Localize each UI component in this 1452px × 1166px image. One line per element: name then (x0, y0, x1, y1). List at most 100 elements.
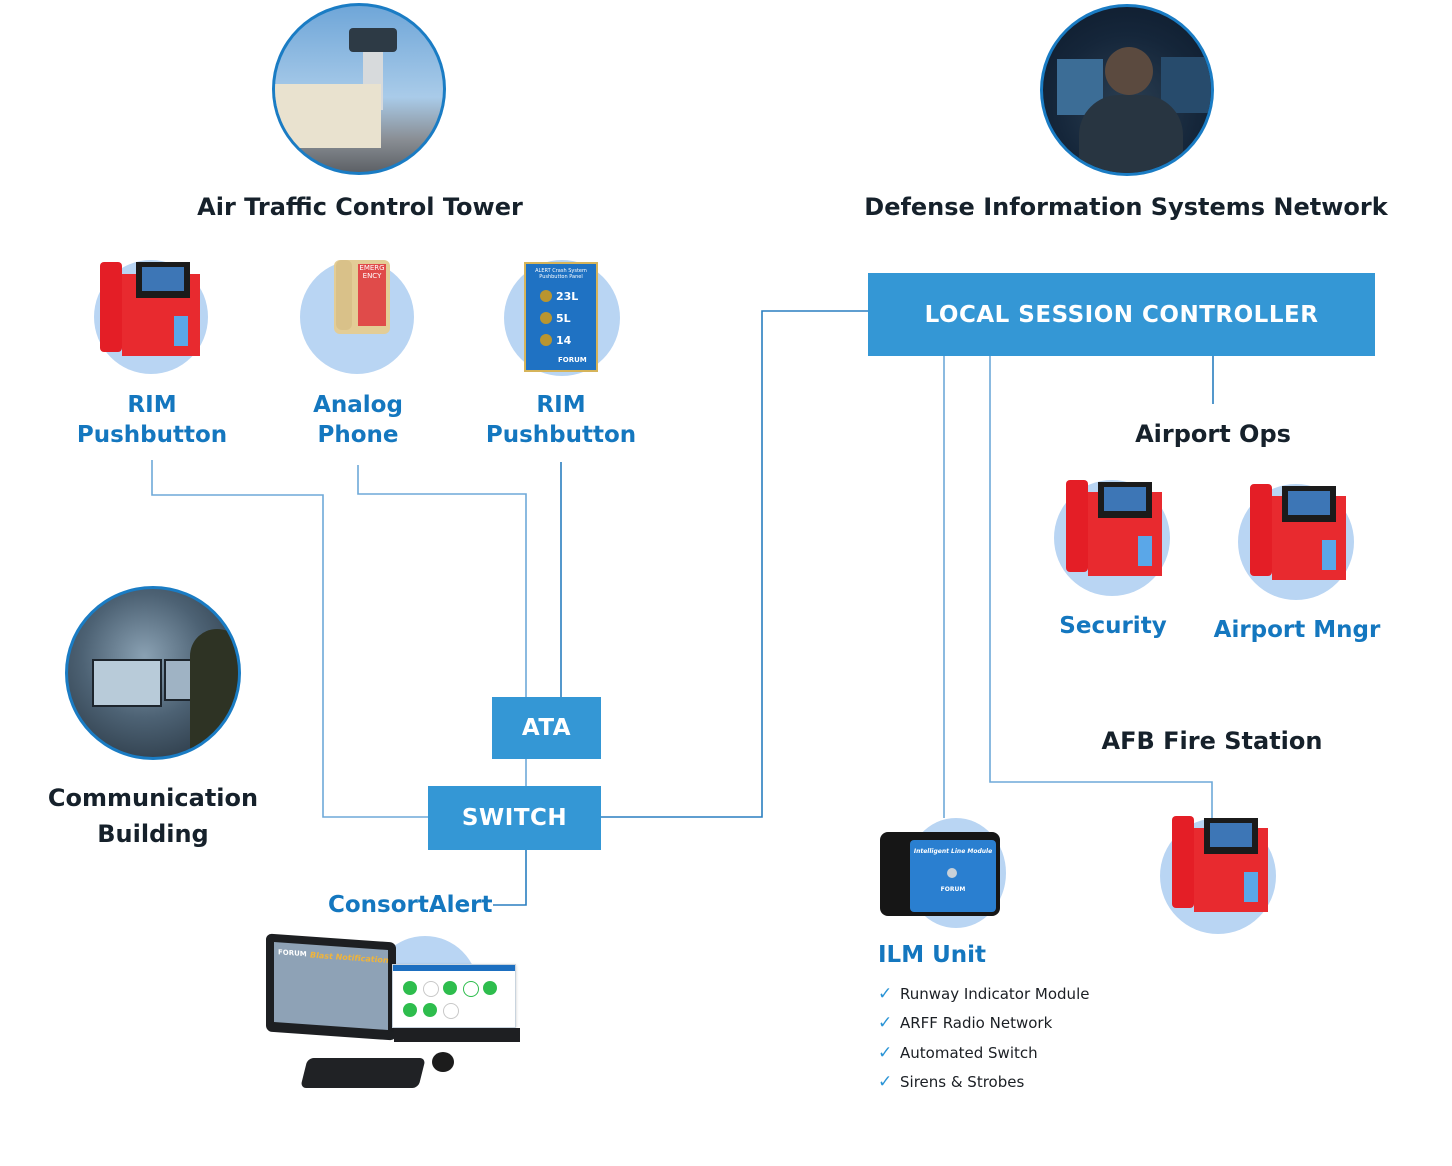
ilm-unit-label: ILM Unit (878, 942, 987, 968)
map-monitor (92, 659, 162, 707)
connector-analog-ata (357, 465, 527, 697)
emergency-panel: EMERGENCY (358, 264, 386, 326)
analog-phone-label: Analog Phone (258, 390, 458, 450)
title-line1: Communication (47, 784, 259, 812)
handset (100, 262, 122, 352)
label-line2: Pushbutton (76, 422, 228, 448)
tower-cab (349, 28, 397, 52)
check-icon: ✓ (878, 1013, 893, 1034)
label-line2: Pushbutton (485, 422, 637, 448)
ata-box[interactable]: ATA (492, 697, 601, 759)
air-traffic-control-tower-photo (272, 3, 446, 175)
consortalert-dashboard-icon (392, 964, 516, 1028)
ilm-indicator (947, 868, 957, 878)
operator (190, 629, 238, 757)
security-label: Security (1059, 613, 1167, 639)
rim-pushbutton-2-label: RIM Pushbutton (461, 390, 661, 450)
panel-button-label: 23L (556, 290, 579, 303)
connector-rim1-switch (151, 460, 428, 818)
rim-pushbutton-1-label: RIM Pushbutton (52, 390, 252, 450)
red-ip-phone-icon (1148, 816, 1272, 914)
connector-switch-lsc (601, 310, 868, 818)
person-head (1105, 47, 1153, 95)
status-dot (423, 981, 439, 997)
feature-text: Automated Switch (900, 1043, 1038, 1062)
communication-building-title: Communication Building (20, 780, 286, 852)
handset (1250, 484, 1272, 576)
operator-at-monitors-photo (1040, 4, 1214, 176)
red-ip-phone-icon (82, 262, 206, 358)
panel-brand: FORUM (558, 356, 587, 364)
status-dot (443, 981, 457, 995)
pushbutton-panel-icon: ALERT Crash System Pushbutton Panel 23L … (524, 262, 598, 372)
label-line1: Analog (313, 392, 403, 418)
disn-title: Defense Information Systems Network (864, 193, 1388, 221)
phone-screen (1104, 487, 1146, 511)
analog-handset (336, 260, 352, 330)
phone-screen (1288, 491, 1330, 515)
ilm-feature-list: ✓ Runway Indicator Module ✓ ARFF Radio Net… (878, 979, 1089, 1097)
tower-title: Air Traffic Control Tower (197, 193, 523, 221)
dashboard-header (393, 965, 515, 971)
ilm-face: Intelligent Line Module FORUM (910, 840, 996, 912)
ilm-feature: ✓ Automated Switch (878, 1038, 1089, 1068)
consortalert-workstation-icon: Blast Notification FORUM (266, 933, 396, 1041)
check-icon: ✓ (878, 1042, 893, 1063)
check-icon: ✓ (878, 983, 893, 1004)
airport-mngr-label: Airport Mngr (1213, 617, 1381, 643)
title-line2: Building (97, 820, 209, 848)
feature-text: Sirens & Strobes (900, 1073, 1025, 1092)
screen-title: Blast Notification (310, 950, 389, 966)
server-rack-icon (394, 1028, 520, 1042)
workstation-screen: Blast Notification FORUM (274, 942, 389, 1030)
phone-side-display (1244, 872, 1258, 902)
airport-ops-title: Airport Ops (1135, 420, 1291, 448)
panel-button (540, 290, 552, 302)
status-dot (463, 981, 479, 997)
monitor-right (1161, 57, 1211, 113)
panel-button (540, 334, 552, 346)
connector-lsc-fire (989, 356, 1213, 820)
feature-text: ARFF Radio Network (900, 1014, 1053, 1033)
switch-box[interactable]: SWITCH (428, 786, 601, 850)
check-icon: ✓ (878, 1072, 893, 1093)
ilm-feature: ✓ ARFF Radio Network (878, 1009, 1089, 1039)
emergency-analog-phone-icon: EMERGENCY (334, 260, 390, 334)
red-ip-phone-icon (1226, 484, 1350, 582)
status-dot (483, 981, 497, 995)
label-line2: Phone (317, 422, 399, 448)
intelligent-line-module-icon: Intelligent Line Module FORUM (880, 832, 1000, 916)
status-dot (423, 1003, 437, 1017)
ilm-device-text: Intelligent Line Module (913, 848, 993, 855)
screen-brand: FORUM (278, 948, 307, 959)
command-center-photo (65, 586, 241, 760)
phone-side-display (174, 316, 188, 346)
label-line1: RIM (127, 392, 177, 418)
ilm-feature: ✓ Sirens & Strobes (878, 1068, 1089, 1098)
feature-text: Runway Indicator Module (900, 984, 1090, 1003)
phone-side-display (1322, 540, 1336, 570)
ilm-brand: FORUM (940, 886, 966, 893)
red-ip-phone-icon (1042, 480, 1166, 578)
status-dot (403, 981, 417, 995)
connector-switch-consort (493, 850, 527, 906)
label-line1: RIM (536, 392, 586, 418)
person-body (1079, 95, 1183, 173)
status-dot (443, 1003, 459, 1019)
panel-title: ALERT Crash System Pushbutton Panel (535, 268, 587, 280)
phone-screen (1210, 823, 1252, 847)
phone-side-display (1138, 536, 1152, 566)
local-session-controller-box[interactable]: LOCAL SESSION CONTROLLER (868, 273, 1375, 356)
panel-button-label: 5L (556, 312, 571, 325)
panel-button-label: 14 (556, 334, 572, 347)
ilm-feature: ✓ Runway Indicator Module (878, 979, 1089, 1009)
keyboard-icon (300, 1058, 426, 1088)
phone-screen (142, 267, 184, 291)
terminal-building (275, 84, 381, 148)
mouse-icon (432, 1052, 454, 1072)
panel-button (540, 312, 552, 324)
handset (1172, 816, 1194, 908)
status-dot (403, 1003, 417, 1017)
handset (1066, 480, 1088, 572)
